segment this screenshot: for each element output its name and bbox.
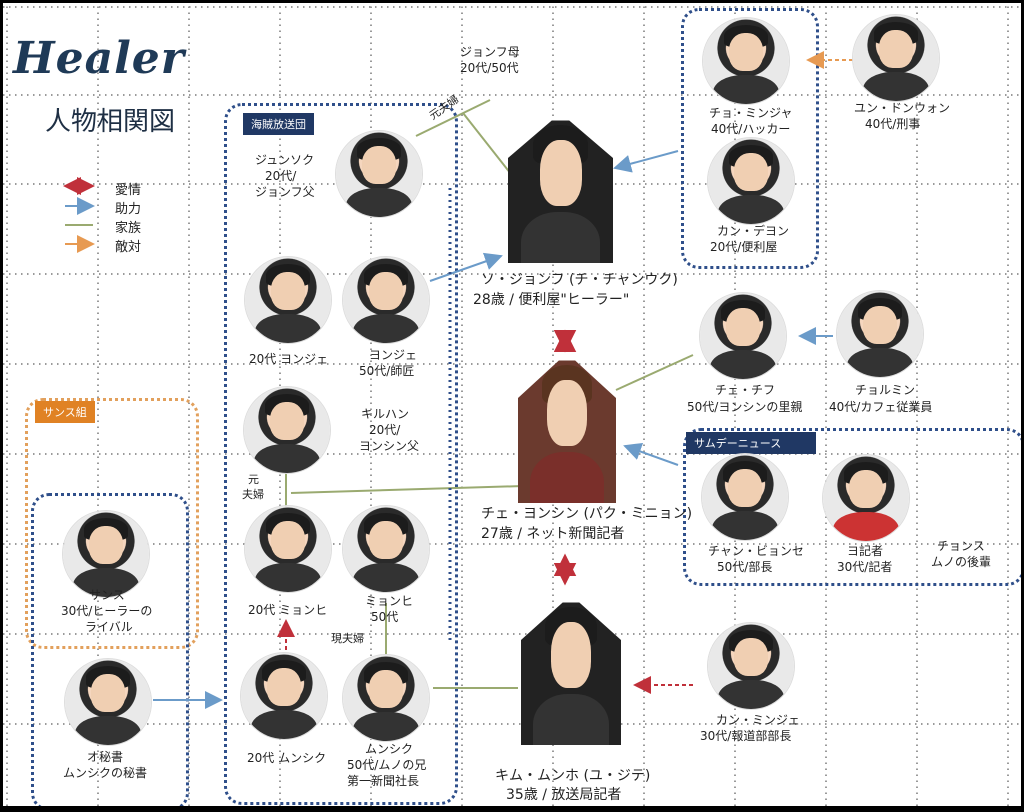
sans-group-tag: サンス組 [35, 401, 95, 423]
ex-couple-left-1: 元 [248, 473, 259, 486]
ikisha-label-role: 30代/記者 [837, 560, 893, 574]
sansu-label-age: 30代/ヒーラーの [61, 604, 153, 618]
kandeyon-portrait [708, 138, 794, 224]
myonhi50-label-age: 50代 [371, 610, 399, 624]
someday-group-tag: サムデーニュース [686, 432, 816, 454]
munshik20-label: 20代 ムンシク [247, 751, 327, 765]
yonje50-label-role: 50代/師匠 [359, 364, 415, 378]
myonhi20-portrait [245, 506, 331, 592]
kiruhan-label-role: ヨンシン父 [359, 439, 420, 453]
legend-family-label: 家族 [115, 221, 142, 236]
hacker-group-frame [681, 8, 819, 269]
legend-love: 愛情 [115, 179, 141, 198]
ikisha-label-name: ヨ記者 [847, 544, 884, 558]
chanbyonse-label-name: チャン・ビョンセ [708, 544, 804, 558]
kandeyon-label-role: 20代/便利屋 [710, 240, 778, 254]
yundongwon-portrait [853, 15, 939, 101]
kiruhan-label-name: キルハン [361, 407, 410, 421]
myonhi50-label-name: ミョンヒ [365, 594, 414, 608]
sansu-label-name: サンス [89, 588, 125, 602]
legend-hostile: 敵対 [115, 236, 141, 255]
munshik50-label-name: ムンシク [365, 742, 414, 756]
chominja-portrait [703, 18, 789, 104]
chonsu-note-2: ムノの後輩 [931, 555, 992, 569]
munho-label-name: キム・ムンホ (ユ・ジテ) [495, 768, 651, 784]
chorumin-label-name: チョルミン [855, 383, 916, 397]
yonshin-label-name: チェ・ヨンシン (パク・ミニョン) [481, 506, 693, 522]
chonsu-note-1: チョンス [937, 539, 985, 553]
myonhi20-label: 20代 ミョンヒ [248, 603, 328, 617]
legend-help: 助力 [115, 198, 141, 217]
junsok-label-role: ジョンフ父 [255, 185, 315, 199]
munshik50-label-title: 第一新聞社長 [347, 774, 420, 788]
jeongf-portrait [508, 113, 613, 263]
chechif-label-role: 50代/ヨンシンの里親 [687, 400, 803, 414]
munshik50-label-role: 50代/ムノの兄 [347, 758, 427, 772]
munshik20-portrait [241, 653, 327, 739]
relationship-lines [63, 51, 853, 709]
munshik50-portrait [343, 655, 429, 741]
chanbyonse-portrait [702, 454, 788, 540]
kiruhan-portrait [244, 387, 330, 473]
yonje20-portrait [245, 257, 331, 343]
chominja-label-name: チョ・ミンジャ [709, 106, 793, 120]
junsok-label-name: ジュンソク [255, 153, 315, 167]
munho-label-desc: 35歳 / 放送局記者 [506, 787, 622, 803]
jeongf-label-name: ソ・ジョンフ (チ・チャンウク) [481, 272, 678, 288]
junsok-label-age: 20代/ [265, 169, 297, 183]
title: Healer [13, 33, 185, 84]
yonje20-label: 20代 ヨンジェ [249, 352, 329, 366]
kandeyon-label-name: カン・デヨン [717, 224, 790, 238]
kanminje-label-role: 30代/報道部部長 [700, 729, 792, 743]
someday-news-group-frame [683, 428, 1021, 586]
junsok-portrait [336, 131, 422, 217]
sansu-portrait [63, 511, 149, 597]
jeongf-mother-note-2: 20代/50代 [460, 61, 519, 75]
current-couple-note: 現夫婦 [331, 632, 364, 645]
legend-hostile-label: 敵対 [115, 240, 142, 255]
pirate-broadcast-group-frame [224, 103, 458, 805]
left-lower-group-frame [31, 493, 189, 806]
kiruhan-label-age: 20代/ [369, 423, 401, 437]
jeongf-mother-note-1: ジョンフ母 [460, 45, 520, 59]
chominja-label-role: 40代/ハッカー [711, 122, 791, 136]
sans-group-frame [25, 398, 199, 649]
pirate-group-tag: 海賊放送団 [243, 113, 314, 135]
legend-love-label: 愛情 [115, 183, 142, 198]
yonje50-portrait [343, 257, 429, 343]
kanminje-label-name: カン・ミンジェ [716, 713, 801, 727]
yundongwon-label-name: ユン・ドンウォン [854, 101, 951, 115]
subtitle: 人物相関図 [45, 107, 176, 137]
yonje50-label-name: ヨンジェ [369, 348, 418, 362]
yundongwon-label-role: 40代/刑事 [865, 117, 921, 131]
ohisho-portrait [65, 659, 151, 745]
kanminje-portrait [708, 623, 794, 709]
ohisho-label-role: ムンシクの秘書 [63, 766, 148, 780]
chanbyonse-label-role: 50代/部長 [717, 560, 773, 574]
legend-family: 家族 [115, 217, 141, 236]
chorumin-label-role: 40代/カフェ従業員 [829, 400, 933, 414]
ex-couple-left-2: 夫婦 [242, 488, 264, 501]
relationship-chart: Healer 人物相関図 愛情 助力 家族 敵対 海賊放送団 サンス組 サムデー… [3, 3, 1021, 806]
legend-help-label: 助力 [115, 202, 142, 217]
chechif-portrait [700, 293, 786, 379]
yonshin-label-desc: 27歳 / ネット新聞記者 [481, 526, 625, 542]
chechif-label-name: チェ・チフ [715, 383, 776, 397]
myonhi50-portrait [343, 506, 429, 592]
sansu-label-role: ライバル [85, 620, 133, 634]
ohisho-label-name: オ秘書 [87, 750, 124, 764]
jeongf-label-desc: 28歳 / 便利屋"ヒーラー" [473, 292, 630, 308]
ikisha-portrait [823, 455, 909, 541]
chorumin-portrait [837, 291, 923, 377]
